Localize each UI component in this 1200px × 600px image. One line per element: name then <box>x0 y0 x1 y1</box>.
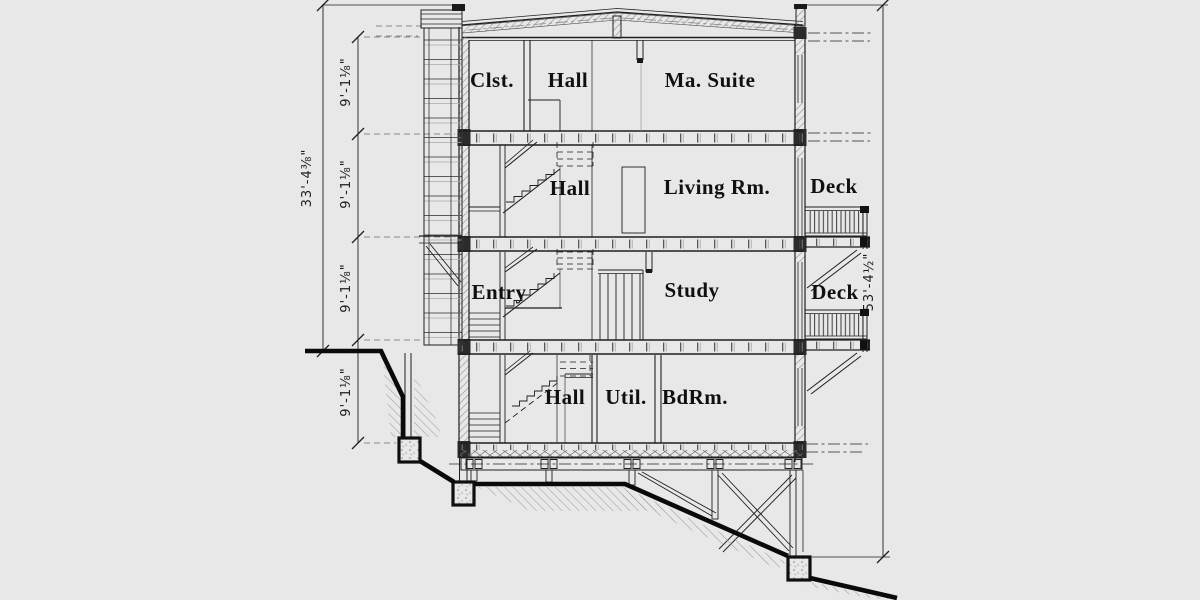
centerline-extensions <box>806 32 874 453</box>
room-label-closet: Clst. <box>470 68 514 92</box>
door-header <box>645 252 653 272</box>
left-siding-tower <box>419 9 463 346</box>
left-dimension-lines: 33'-4⅜" 9'-1⅛" 9'-1⅛" 9'-1⅛" 9'-1⅛" <box>300 0 455 450</box>
room-label-study: Study <box>664 278 719 302</box>
stair-guardrail <box>599 274 641 340</box>
ridge-post <box>612 15 622 39</box>
room-label-entry: Entry <box>472 280 527 304</box>
dim-left-overall: 33'-4⅜" <box>300 149 315 208</box>
stair-stringer <box>502 272 561 318</box>
upper-deck-brace <box>806 249 862 292</box>
lower-deck-brace <box>806 352 862 395</box>
room-label-master-suite: Ma. Suite <box>665 68 756 92</box>
floor4-interior <box>523 40 644 131</box>
stair-stringer <box>502 168 561 214</box>
upper-deck-railing <box>807 211 863 233</box>
lower-deck-railing <box>807 314 863 336</box>
interior-door <box>621 166 646 234</box>
partition-walls <box>591 355 662 443</box>
dim-floor1-height: 9'-1⅛" <box>339 367 354 416</box>
floor1-interior <box>469 350 662 443</box>
floor2-interior <box>469 246 653 340</box>
dim-right-overall: 53'-4½" <box>862 253 877 312</box>
room-labels: Clst. Hall Ma. Suite Hall Living Rm. Dec… <box>470 68 859 409</box>
foundation-posts <box>470 469 804 558</box>
dim-floor2-height: 9'-1⅛" <box>339 263 354 312</box>
room-label-deck-lower: Deck <box>811 280 859 304</box>
room-label-utility: Util. <box>605 385 647 409</box>
concrete-footings <box>397 436 812 582</box>
room-label-deck-upper: Deck <box>810 174 858 198</box>
room-label-hall-floor4: Hall <box>548 68 589 92</box>
stem-walls <box>404 353 468 482</box>
upper-deck <box>805 206 870 292</box>
post-caps <box>465 459 802 469</box>
room-label-living-room: Living Rm. <box>664 175 771 199</box>
door-header <box>636 40 644 60</box>
stair-steps <box>506 169 555 203</box>
room-label-hall-floor3: Hall <box>550 176 591 200</box>
floor-framing-bands <box>459 130 803 458</box>
room-label-hall-floor1: Hall <box>545 385 586 409</box>
lower-deck <box>805 309 870 395</box>
floor3-interior <box>469 139 646 237</box>
grade-line <box>305 348 898 600</box>
room-label-bedroom: BdRm. <box>662 385 728 409</box>
right-dimension-line: 53'-4½" <box>806 0 890 564</box>
stair-steps <box>506 273 555 307</box>
dim-floor3-height: 9'-1⅛" <box>339 159 354 208</box>
tower-knee-brace <box>425 243 462 287</box>
dim-floor4-height: 9'-1⅛" <box>339 57 354 106</box>
stair-steps <box>512 376 558 407</box>
